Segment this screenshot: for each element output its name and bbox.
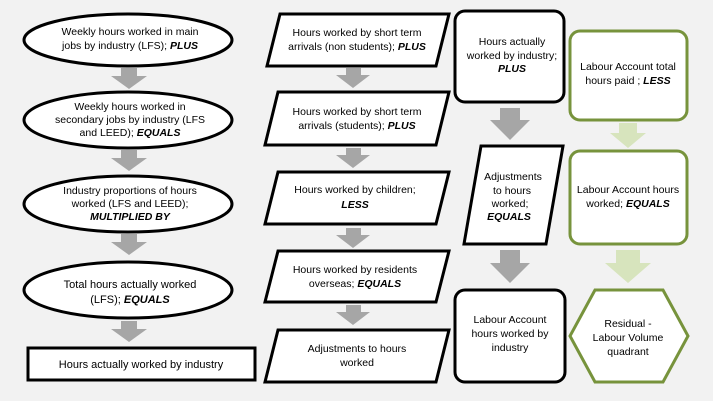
col2-n3-line1: Hours worked by children; bbox=[294, 184, 415, 196]
col2-n3-line2: LESS bbox=[341, 199, 368, 211]
col3-arrow-1 bbox=[490, 108, 530, 140]
col2-n1-line1: Hours worked by short term bbox=[293, 27, 422, 39]
col1-n5-line1: Hours actually worked by industry bbox=[59, 359, 224, 371]
col1-node-weekly-main-jobs: Weekly hours worked in main jobs by indu… bbox=[22, 12, 234, 68]
col3-n3-line2: hours worked by bbox=[471, 328, 549, 340]
col3-n1-line1: Hours actually bbox=[479, 36, 546, 48]
col1-n2-line2: secondary jobs by industry (LFS bbox=[55, 114, 205, 126]
col2-arrow-3 bbox=[336, 228, 370, 248]
col2-node-short-term-non-students: Hours worked by short term arrivals (non… bbox=[265, 12, 451, 68]
col3-n2-line4: EQUALS bbox=[487, 211, 531, 223]
col2-n1-line2: arrivals (non students); PLUS bbox=[288, 41, 426, 53]
col2-node-short-term-students: Hours worked by short term arrivals (stu… bbox=[263, 90, 451, 147]
col3-n2-line1: Adjustments bbox=[484, 171, 542, 183]
col4-n3-line2: Labour Volume bbox=[593, 332, 664, 344]
col4-arrow-1 bbox=[610, 123, 646, 148]
col1-arrow-2 bbox=[111, 150, 147, 171]
col4-n3-line1: Residual - bbox=[604, 318, 652, 330]
col4-n2-line1: Labour Account hours bbox=[577, 184, 679, 196]
col3-node-labour-account-hours: Labour Account hours worked by industry bbox=[453, 288, 567, 384]
col3-node-adjustments: Adjustments to hours worked; EQUALS bbox=[462, 144, 565, 246]
col2-n4-line2: overseas; EQUALS bbox=[309, 278, 401, 290]
col4-arrow-2 bbox=[605, 250, 651, 283]
col2-node-adjustments: Adjustments to hours worked bbox=[263, 328, 451, 384]
col1-n2-line3: and LEED); EQUALS bbox=[80, 127, 181, 139]
col3-n1-line3: PLUS bbox=[498, 63, 526, 75]
col1-node-industry-proportions: Industry proportions of hours worked (LF… bbox=[22, 174, 234, 234]
col3-n2-line2: to hours bbox=[493, 185, 531, 197]
col1-arrow-4 bbox=[111, 321, 147, 342]
col2-node-children: Hours worked by children; LESS bbox=[263, 170, 451, 226]
col1-n1-line1: Weekly hours worked in main bbox=[62, 26, 199, 38]
col1-arrow-3 bbox=[111, 234, 147, 255]
col4-n1-line2: hours paid ; LESS bbox=[585, 75, 670, 87]
col2-n4-line1: Hours worked by residents bbox=[293, 264, 417, 276]
col1-node-hours-by-industry: Hours actually worked by industry bbox=[26, 346, 257, 382]
col1-n3-line1: Industry proportions of hours bbox=[63, 185, 197, 197]
col2-node-residents-overseas: Hours worked by residents overseas; EQUA… bbox=[263, 249, 451, 304]
col1-n3-line2: worked (LFS and LEED); bbox=[71, 198, 189, 210]
col4-node-residual: Residual - Labour Volume quadrant bbox=[568, 288, 690, 384]
col1-arrow-1 bbox=[111, 68, 147, 89]
col2-arrow-2 bbox=[336, 148, 370, 168]
col1-n1-line2: jobs by industry (LFS); PLUS bbox=[61, 40, 198, 52]
col2-n2-line1: Hours worked by short term bbox=[293, 106, 422, 118]
col1-n4-line1: Total hours actually worked bbox=[64, 279, 197, 291]
col4-n3-line3: quadrant bbox=[607, 346, 649, 358]
col1-n4-line2: (LFS); EQUALS bbox=[90, 294, 170, 306]
col1-n3-line3: MULTIPLIED BY bbox=[90, 211, 171, 223]
col4-node-hours-worked: Labour Account hours worked; EQUALS bbox=[568, 149, 689, 246]
col4-n2-line2: worked; EQUALS bbox=[585, 198, 669, 210]
col2-arrow-4 bbox=[336, 305, 370, 325]
col2-n2-line2: arrivals (students); PLUS bbox=[298, 120, 415, 132]
col4-n1-line1: Labour Account total bbox=[580, 61, 676, 73]
col2-arrow-1 bbox=[336, 68, 370, 88]
col1-node-total-hours: Total hours actually worked (LFS); EQUAL… bbox=[22, 260, 234, 320]
col1-node-weekly-secondary-jobs: Weekly hours worked in secondary jobs by… bbox=[22, 90, 234, 150]
col3-node-hours-actually-worked: Hours actually worked by industry; PLUS bbox=[453, 9, 566, 104]
col3-n2-line3: worked; bbox=[491, 198, 529, 210]
col3-n1-line2: worked by industry; bbox=[466, 50, 557, 62]
col3-n3-line3: industry bbox=[492, 342, 530, 354]
col2-n5-line2: worked bbox=[339, 357, 374, 369]
col1-n2-line1: Weekly hours worked in bbox=[74, 101, 185, 113]
col3-n3-line1: Labour Account bbox=[474, 314, 547, 326]
col3-arrow-2 bbox=[490, 250, 530, 283]
col4-node-total-hours-paid: Labour Account total hours paid ; LESS bbox=[568, 29, 689, 122]
col2-n5-line1: Adjustments to hours bbox=[308, 343, 407, 355]
